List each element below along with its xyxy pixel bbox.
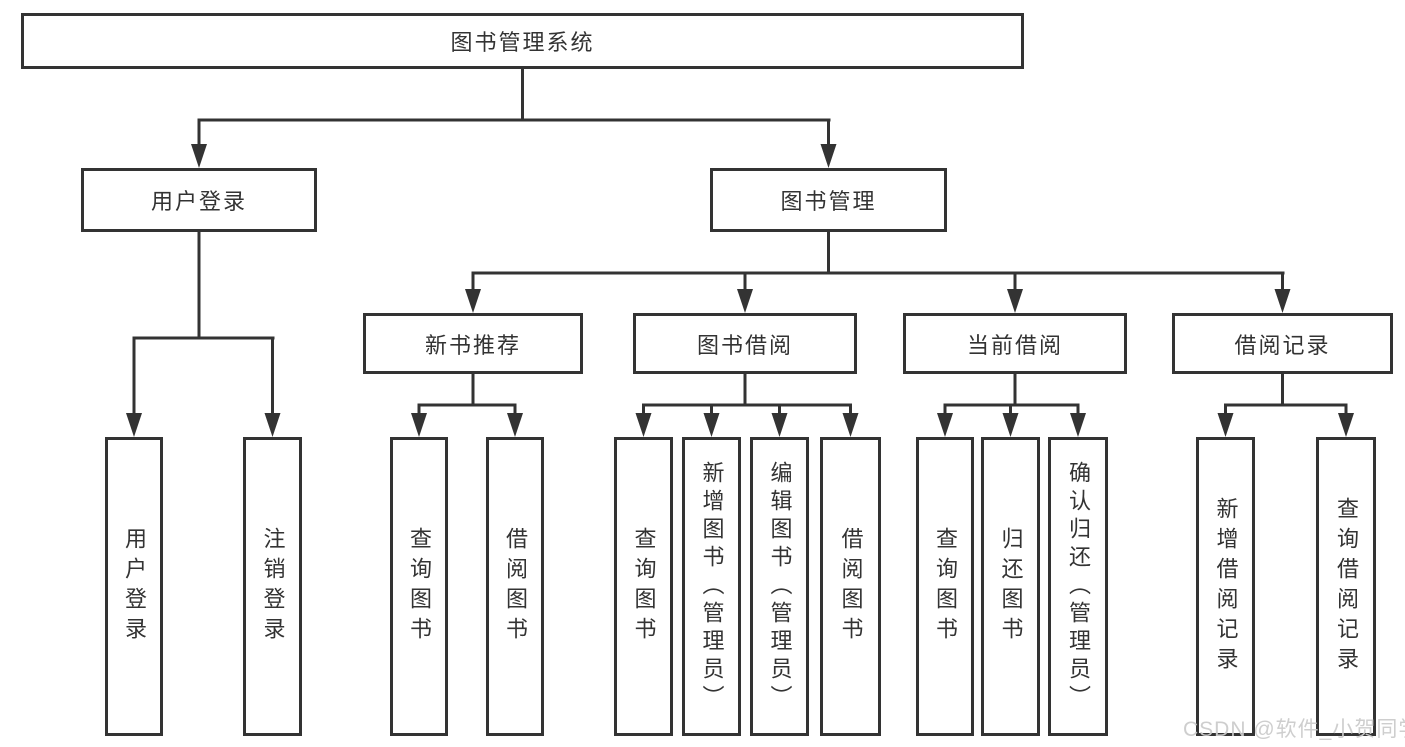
connector-book-borrow-branch — [635, 374, 859, 437]
arrowhead — [771, 413, 788, 437]
connector-user-login-branch — [126, 232, 281, 437]
node-label: 新增借阅记录 — [1213, 496, 1239, 677]
arrowhead — [1002, 413, 1019, 437]
node-label: 编辑图书（管理员） — [767, 460, 793, 713]
node-label: 借阅记录 — [1234, 332, 1331, 358]
arrowhead — [411, 413, 427, 437]
leaf-add-books-admin: 新增图书（管理员） — [682, 437, 741, 736]
node-current-borrowing: 当前借阅 — [903, 313, 1127, 374]
connector-root-to-level2 — [191, 69, 837, 168]
node-new-book-recommendation: 新书推荐 — [363, 313, 583, 374]
csdn-watermark: CSDN @软件_小贺同学 — [1183, 718, 1405, 741]
node-label: 注销登录 — [260, 526, 286, 647]
connector-new-book-branch — [411, 374, 523, 437]
connector-current-borrow-branch — [937, 374, 1086, 437]
node-book-management: 图书管理 — [710, 168, 947, 232]
leaf-user-login: 用户登录 — [105, 437, 163, 736]
leaf-add-borrow-record: 新增借阅记录 — [1196, 437, 1255, 736]
leaf-borrow-books-1: 借阅图书 — [486, 437, 544, 736]
node-label: 当前借阅 — [966, 332, 1063, 358]
node-label: 图书管理 — [780, 189, 877, 214]
arrowhead — [737, 289, 753, 313]
leaf-query-books-2: 查询图书 — [614, 437, 673, 736]
node-label: 新增图书（管理员） — [699, 460, 725, 713]
node-label: 查询图书 — [631, 526, 657, 647]
leaf-query-books-1: 查询图书 — [390, 437, 448, 736]
node-label: 查询图书 — [933, 526, 958, 647]
arrowhead — [1070, 413, 1086, 437]
arrowhead — [126, 413, 142, 437]
node-label: 用户登录 — [150, 189, 247, 214]
node-label: 借阅图书 — [838, 526, 864, 647]
node-label: 确认归还（管理员） — [1066, 460, 1091, 713]
arrowhead — [264, 413, 281, 437]
node-root: 图书管理系统 — [21, 13, 1024, 69]
node-borrowing-records: 借阅记录 — [1172, 313, 1393, 374]
leaf-confirm-return-admin: 确认归还（管理员） — [1048, 437, 1108, 736]
node-label: 查询图书 — [407, 526, 432, 647]
leaf-logout: 注销登录 — [243, 437, 302, 736]
arrowhead — [1217, 413, 1234, 437]
arrowhead — [191, 144, 207, 168]
leaf-query-borrow-record: 查询借阅记录 — [1316, 437, 1376, 736]
leaf-edit-books-admin: 编辑图书（管理员） — [750, 437, 809, 736]
leaf-query-books-3: 查询图书 — [916, 437, 974, 736]
leaf-return-books: 归还图书 — [981, 437, 1040, 736]
arrowhead — [635, 413, 652, 437]
node-label: 用户登录 — [122, 526, 147, 647]
node-label: 查询借阅记录 — [1334, 496, 1359, 677]
arrowhead — [507, 413, 523, 437]
node-label: 图书借阅 — [696, 332, 793, 358]
connector-book-mgmt-branch — [465, 232, 1291, 313]
arrowhead — [937, 413, 953, 437]
arrowhead — [1274, 289, 1291, 313]
node-book-borrowing: 图书借阅 — [633, 313, 857, 374]
arrowhead — [1007, 289, 1023, 313]
arrowhead — [820, 144, 837, 168]
connector-borrow-records-branch — [1217, 374, 1354, 437]
arrowhead — [703, 413, 720, 437]
node-user-login: 用户登录 — [81, 168, 317, 232]
node-label: 新书推荐 — [424, 332, 521, 358]
arrowhead — [842, 413, 859, 437]
node-label: 图书管理系统 — [450, 30, 595, 55]
node-label: 归还图书 — [998, 526, 1024, 647]
arrowhead — [465, 289, 481, 313]
arrowhead — [1338, 413, 1354, 437]
leaf-borrow-books-2: 借阅图书 — [820, 437, 881, 736]
node-label: 借阅图书 — [503, 526, 528, 647]
